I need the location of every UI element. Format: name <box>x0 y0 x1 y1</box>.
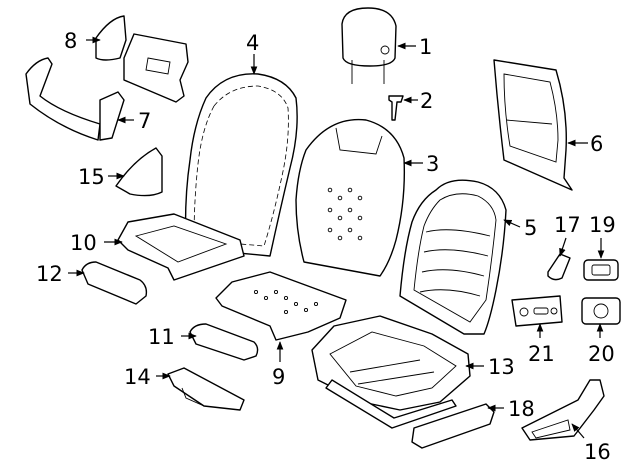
callout-19: 19 <box>589 213 616 237</box>
callout-6: 6 <box>590 132 603 156</box>
leader-17 <box>559 237 567 257</box>
headrest-part <box>341 7 397 84</box>
leader-16 <box>571 423 585 439</box>
seat-switch-part <box>511 295 563 327</box>
cushion-insert-part <box>189 323 259 361</box>
leader-5 <box>503 219 521 228</box>
callout-11: 11 <box>148 325 175 349</box>
cushion-cover-part <box>117 213 245 281</box>
callout-labels: 1 2 3 4 5 6 7 8 9 10 11 12 13 14 15 16 1… <box>36 29 616 464</box>
callout-17: 17 <box>554 213 581 237</box>
seat-track-frame-part <box>311 315 471 429</box>
callout-8: 8 <box>64 29 77 53</box>
cushion-pad-part <box>215 271 347 341</box>
lumbar-wire-part <box>25 57 125 141</box>
callout-15: 15 <box>78 165 105 189</box>
backrest-frame-part <box>399 179 507 335</box>
switch-bezel-part <box>583 259 619 281</box>
trim-piece-part <box>115 147 163 197</box>
callout-21: 21 <box>528 342 555 366</box>
track-cover-part <box>411 403 495 449</box>
backrest-pad-part <box>295 118 406 277</box>
backrest-cover-part <box>184 73 298 257</box>
callout-4: 4 <box>246 31 259 55</box>
callout-5: 5 <box>524 216 537 240</box>
callout-12: 12 <box>36 262 63 286</box>
switch-knob-part <box>547 253 571 281</box>
pad-holes <box>327 187 363 241</box>
callout-13: 13 <box>488 355 515 379</box>
cushion-holes <box>253 289 319 315</box>
callout-2: 2 <box>420 89 433 113</box>
callout-16: 16 <box>584 440 611 464</box>
callout-18: 18 <box>508 397 535 421</box>
cushion-bolster-part <box>81 261 148 305</box>
headrest-guide-part <box>388 95 404 121</box>
callout-7: 7 <box>138 109 151 133</box>
callout-14: 14 <box>124 365 151 389</box>
callout-3: 3 <box>426 152 439 176</box>
lumbar-switch-part <box>581 297 621 325</box>
callout-9: 9 <box>272 365 285 389</box>
callout-1: 1 <box>419 35 432 59</box>
side-bracket-part <box>95 15 189 103</box>
back-panel-part <box>493 59 573 191</box>
side-shield-part <box>521 379 605 441</box>
callout-10: 10 <box>70 231 97 255</box>
callout-20: 20 <box>588 342 615 366</box>
cushion-tray-part <box>167 367 245 411</box>
leader-lines <box>68 36 605 439</box>
